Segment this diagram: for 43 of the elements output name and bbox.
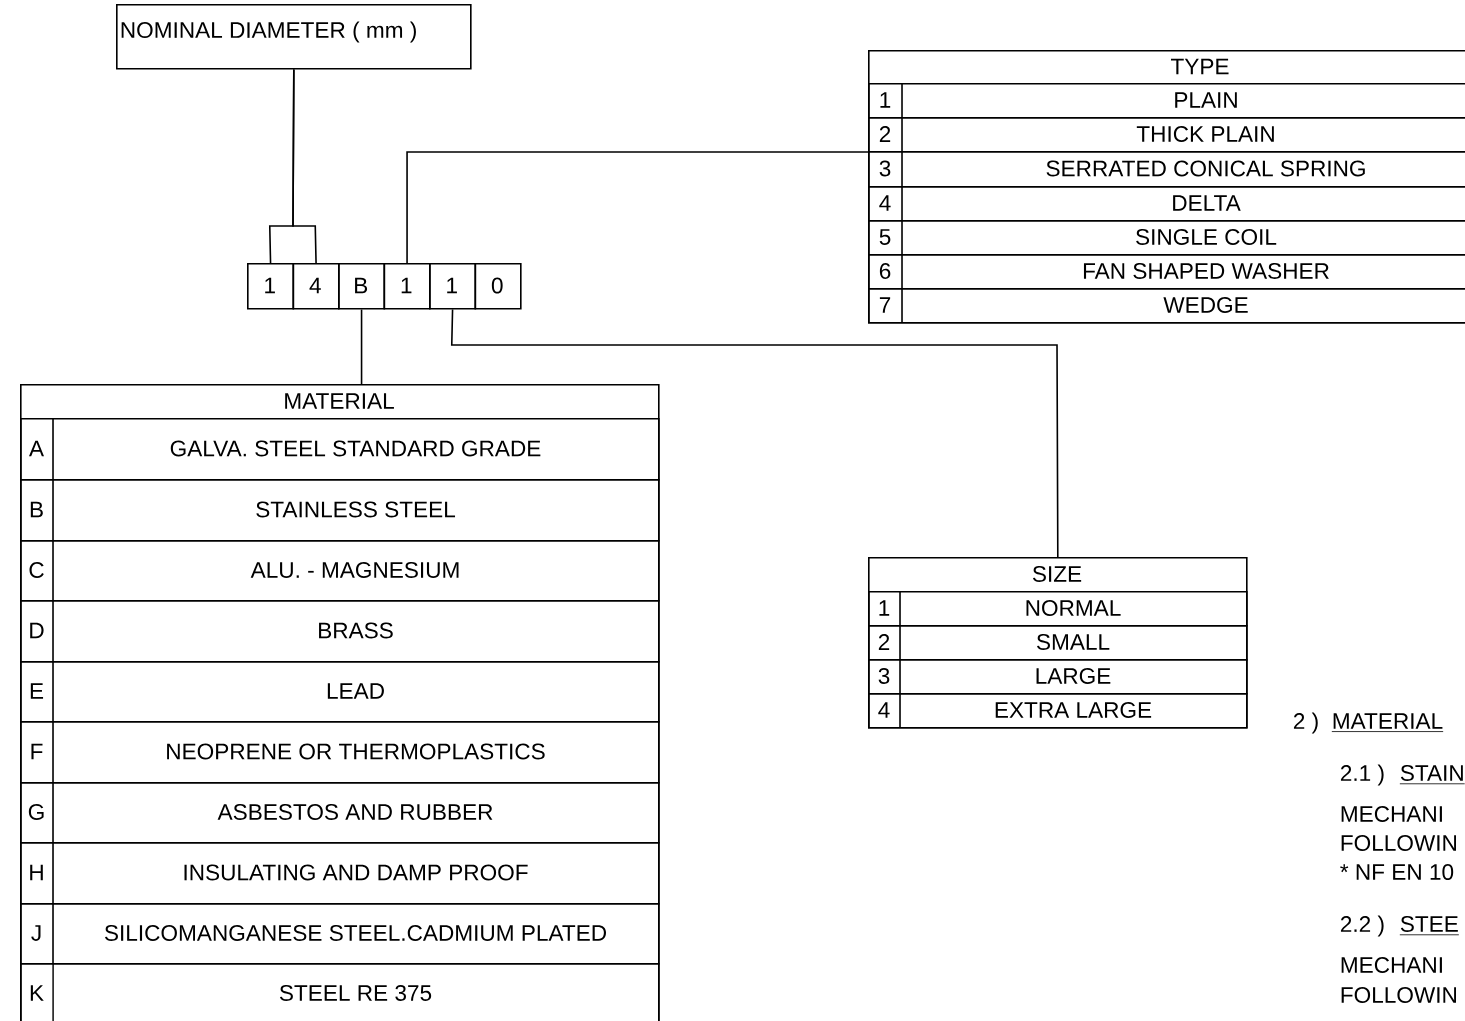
table-row: G ASBESTOS AND RUBBER [20, 781, 660, 844]
table-row: 3 LARGE [868, 658, 1248, 695]
note-text: FOLLOWIN [1341, 987, 1456, 1003]
table-row: 4 EXTRA LARGE [868, 692, 1248, 729]
note-text: MECHANI [1341, 806, 1442, 822]
table-row: C ALU. - MAGNESIUM [20, 539, 660, 602]
code-cell: 1 [383, 263, 431, 310]
note-text: * NF EN 10 [1340, 864, 1454, 880]
table-row: E LEAD [20, 660, 660, 723]
table-row: H INSULATING AND DAMP PROOF [20, 841, 660, 905]
note-text: STEE [1399, 916, 1460, 936]
table-row: A GALVA. STEEL STANDARD GRADE [20, 417, 660, 481]
code-cell: 0 [474, 263, 522, 310]
note-text: MATERIAL [1331, 713, 1444, 732]
table-row: D BRASS [20, 599, 660, 663]
connector-line [360, 308, 363, 385]
code-cell: 1 [429, 263, 477, 310]
note-text: 2.1 ) [1340, 764, 1384, 786]
table-row: 1 NORMAL [868, 590, 1248, 627]
note-text: 2.2 ) [1340, 915, 1384, 937]
code-cell: 4 [292, 263, 340, 310]
table-row: 2 SMALL [868, 624, 1248, 661]
connector-line [406, 151, 869, 264]
connector-line [450, 308, 1059, 558]
table-row: J SILICOMANGANESE STEEL.CADMIUM PLATED [20, 902, 660, 965]
table-row: 4 DELTA [868, 185, 1465, 222]
table-row: F NEOPRENE OR THERMOPLASTICS [20, 720, 660, 784]
note-text: 2 ) [1293, 712, 1318, 734]
table-row: 6 FAN SHAPED WASHER [868, 253, 1465, 290]
note-text: MECHANI [1341, 957, 1442, 973]
note-text: FOLLOWIN [1341, 835, 1456, 851]
table-row: 3 SERRATED CONICAL SPRING [868, 150, 1465, 188]
table-row: K STEEL RE 375 [20, 962, 660, 1021]
table-row: 1 PLAIN [868, 82, 1465, 119]
code-cell: 1 [247, 263, 295, 310]
table-row: B STAINLESS STEEL [20, 478, 660, 542]
table-row: 7 WEDGE [868, 287, 1465, 324]
note-text: STAIN [1399, 765, 1465, 785]
label-box: NOMINAL DIAMETER ( mm ) [116, 4, 472, 70]
table-row: 2 THICK PLAIN [868, 116, 1465, 153]
code-cell: B [338, 263, 386, 310]
table-row: 5 SINGLE COIL [868, 219, 1465, 256]
connector-line [292, 68, 317, 264]
